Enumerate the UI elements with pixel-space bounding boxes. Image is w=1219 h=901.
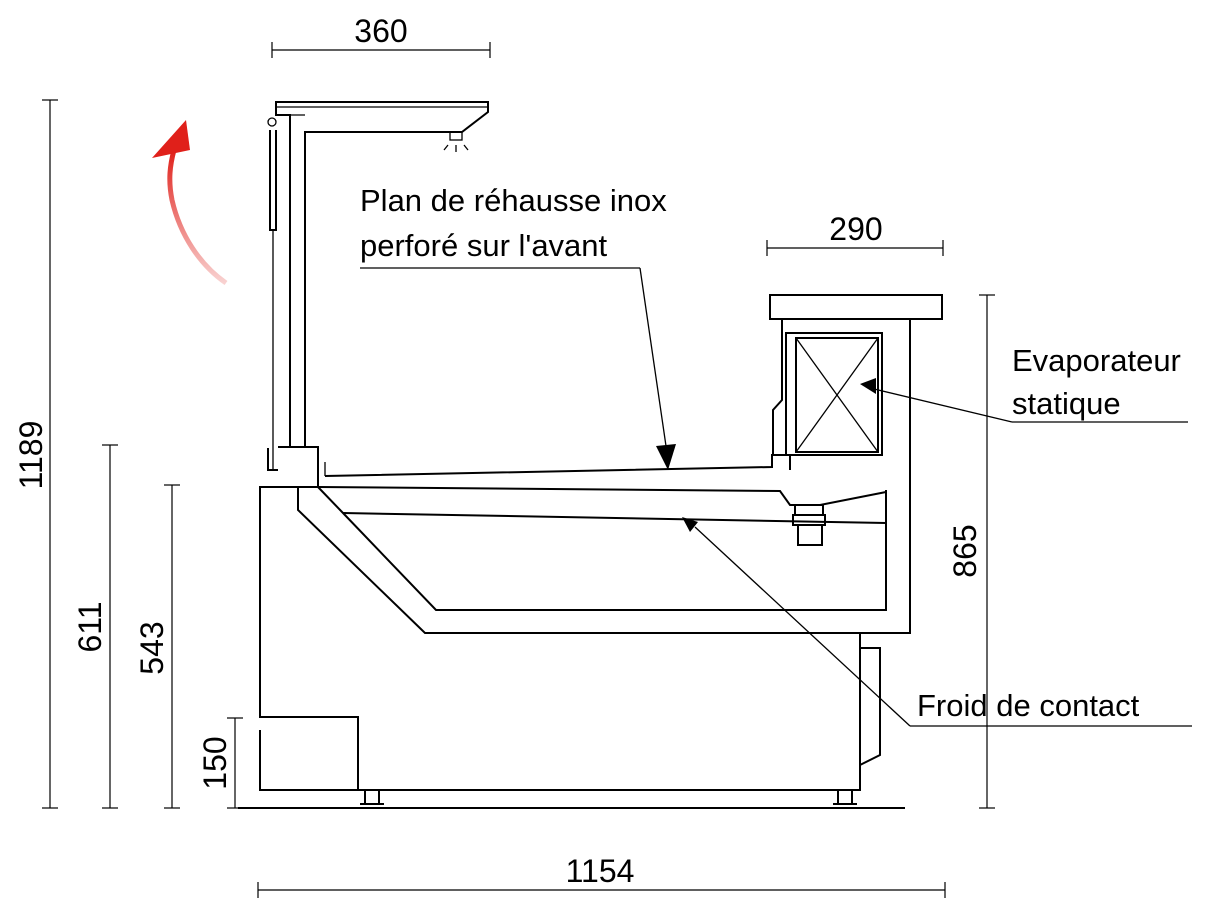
drain-fitting xyxy=(792,504,826,546)
label-shelf-line2: perforé sur l'avant xyxy=(360,228,608,263)
curved-arrow-up-icon xyxy=(152,120,228,286)
label-evap-line1: Evaporateur xyxy=(1012,343,1181,378)
shelf xyxy=(317,454,887,524)
label-evap-line2: statique xyxy=(1012,386,1121,421)
dim-total-height: 1189 xyxy=(13,421,49,490)
dim-top-width: 360 xyxy=(354,13,407,49)
lamp-icon xyxy=(443,131,469,152)
dim-counter-height: 611 xyxy=(72,601,108,652)
leaders xyxy=(360,267,1192,727)
label-contact: Froid de contact xyxy=(917,688,1140,723)
dim-shelf-width: 290 xyxy=(829,211,882,247)
dimension-lines xyxy=(42,42,995,898)
canopy xyxy=(267,101,489,471)
rear-unit xyxy=(769,294,943,456)
dim-rear-height: 865 xyxy=(947,524,983,577)
dim-base-height: 150 xyxy=(197,736,233,789)
counter-body xyxy=(238,318,911,809)
label-shelf-line1: Plan de réhausse inox xyxy=(360,183,667,218)
dim-well-height: 543 xyxy=(134,621,170,674)
dim-total-depth: 1154 xyxy=(566,853,635,889)
